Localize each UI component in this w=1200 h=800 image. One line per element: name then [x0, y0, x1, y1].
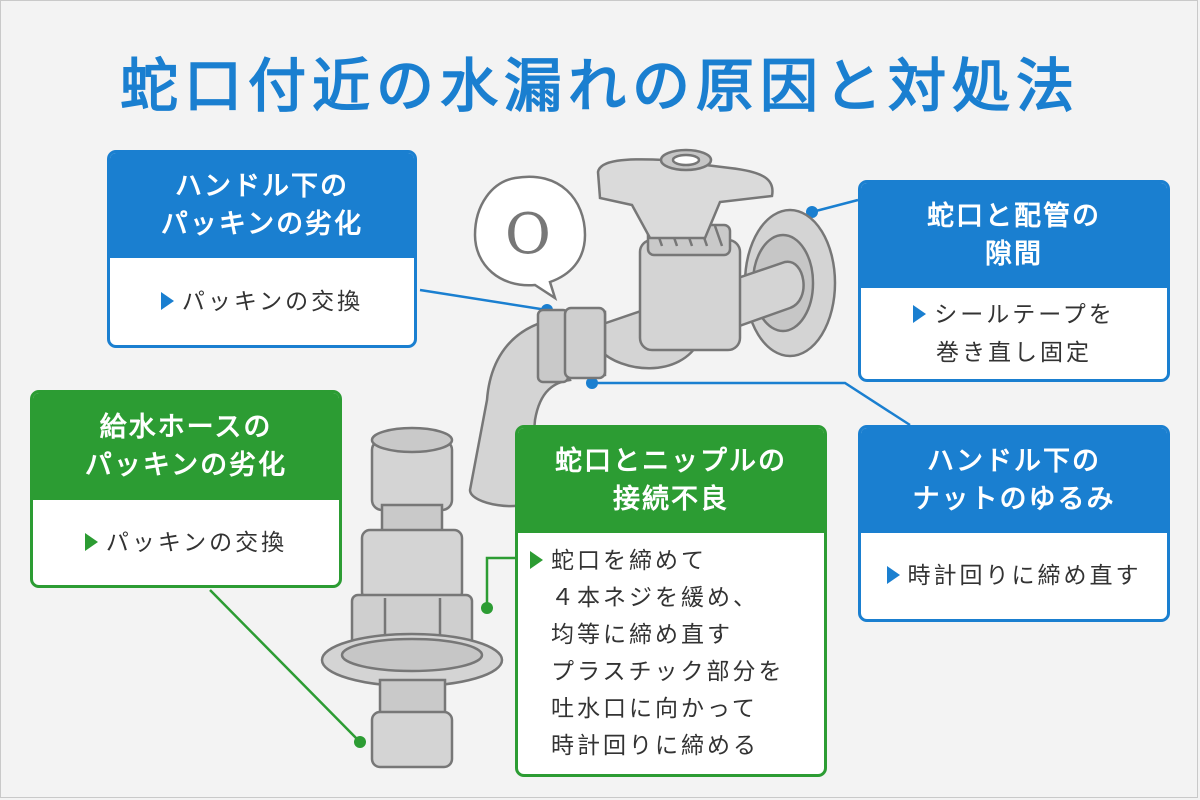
card-handle-packing: ハンドル下の パッキンの劣化 パッキンの交換 [107, 150, 417, 348]
card-handle-nut: ハンドル下の ナットのゆるみ 時計回りに締め直す [858, 425, 1170, 622]
speech-bubble-icon: O [473, 175, 587, 301]
leader-line-pipe-gap [811, 198, 859, 214]
card-body: パッキンの交換 [33, 500, 339, 585]
page-title: 蛇口付近の水漏れの原因と対処法 [119, 52, 1080, 120]
card-head: 給水ホースの パッキンの劣化 [33, 393, 339, 500]
bullet-triangle-icon [530, 550, 543, 569]
hose-adapter [320, 426, 504, 769]
card-head: 蛇口とニップルの 接続不良 [518, 428, 824, 533]
card-head: ハンドル下の ナットのゆるみ [861, 428, 1167, 533]
card-hose-packing: 給水ホースの パッキンの劣化 パッキンの交換 [30, 390, 342, 588]
card-body: 蛇口を締めて ４本ネジを緩め、 均等に締め直す プラスチック部分を 吐水口に向か… [518, 533, 824, 774]
card-head: 蛇口と配管の 隙間 [861, 183, 1167, 288]
leader-dot-pipe-gap [806, 206, 818, 218]
card-body: 時計回りに締め直す [861, 533, 1167, 619]
leader-line-hose-packing [209, 589, 361, 743]
card-head: ハンドル下の パッキンの劣化 [110, 153, 414, 258]
leader-dot-handle-nut [586, 377, 598, 389]
faucet-spout [468, 306, 607, 508]
faucet-body [598, 223, 805, 370]
leader-line-nipple [485, 556, 518, 608]
bullet-triangle-icon [160, 291, 174, 310]
bullet-triangle-icon [886, 566, 900, 584]
leader-line-handle-packing [419, 288, 548, 312]
bullet-triangle-icon [913, 304, 927, 323]
card-pipe-gap: 蛇口と配管の 隙間 シールテープを 巻き直し固定 [858, 180, 1170, 382]
card-body: シールテープを 巻き直し固定 [861, 288, 1167, 379]
leader-dot-nipple [481, 602, 493, 614]
badge-glyph: O [505, 202, 551, 267]
faucet-handle [596, 148, 774, 240]
leader-dot-hose-packing [354, 736, 366, 748]
bullet-triangle-icon [84, 532, 98, 551]
card-nipple: 蛇口とニップルの 接続不良 蛇口を締めて ４本ネジを緩め、 均等に締め直す プラ… [515, 425, 827, 777]
leader-line-handle-nut [592, 381, 911, 427]
card-body: パッキンの交換 [110, 258, 414, 345]
